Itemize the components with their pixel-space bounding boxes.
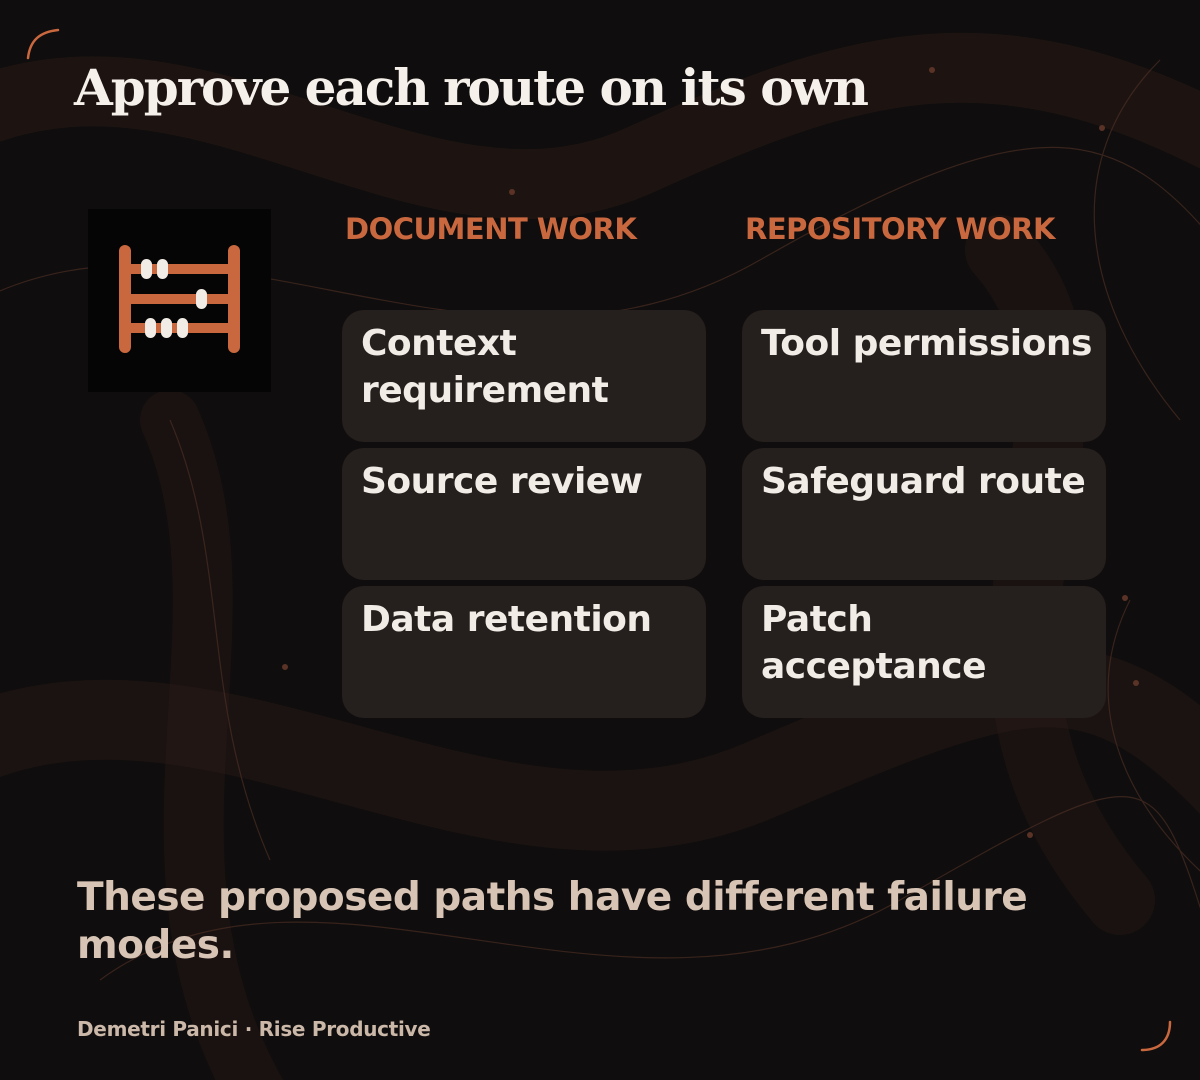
abacus-icon bbox=[119, 245, 240, 353]
footer-credit: Demetri Panici · Rise Productive bbox=[77, 1017, 431, 1041]
route-card-safeguard-route: Safeguard route bbox=[742, 448, 1106, 580]
route-card-tool-permissions: Tool permissions bbox=[742, 310, 1106, 442]
route-card-context-requirement: Context requirement bbox=[342, 310, 706, 442]
route-card-source-review: Source review bbox=[342, 448, 706, 580]
slide-title: Approve each route on its own bbox=[74, 58, 869, 117]
route-card-data-retention: Data retention bbox=[342, 586, 706, 718]
column-heading-repository-work: REPOSITORY WORK bbox=[745, 212, 1055, 246]
route-card-patch-acceptance: Patch acceptance bbox=[742, 586, 1106, 718]
column-heading-document-work: DOCUMENT WORK bbox=[345, 212, 637, 246]
abacus-icon-tile bbox=[88, 209, 271, 392]
summary-text: These proposed paths have different fail… bbox=[77, 875, 1028, 968]
